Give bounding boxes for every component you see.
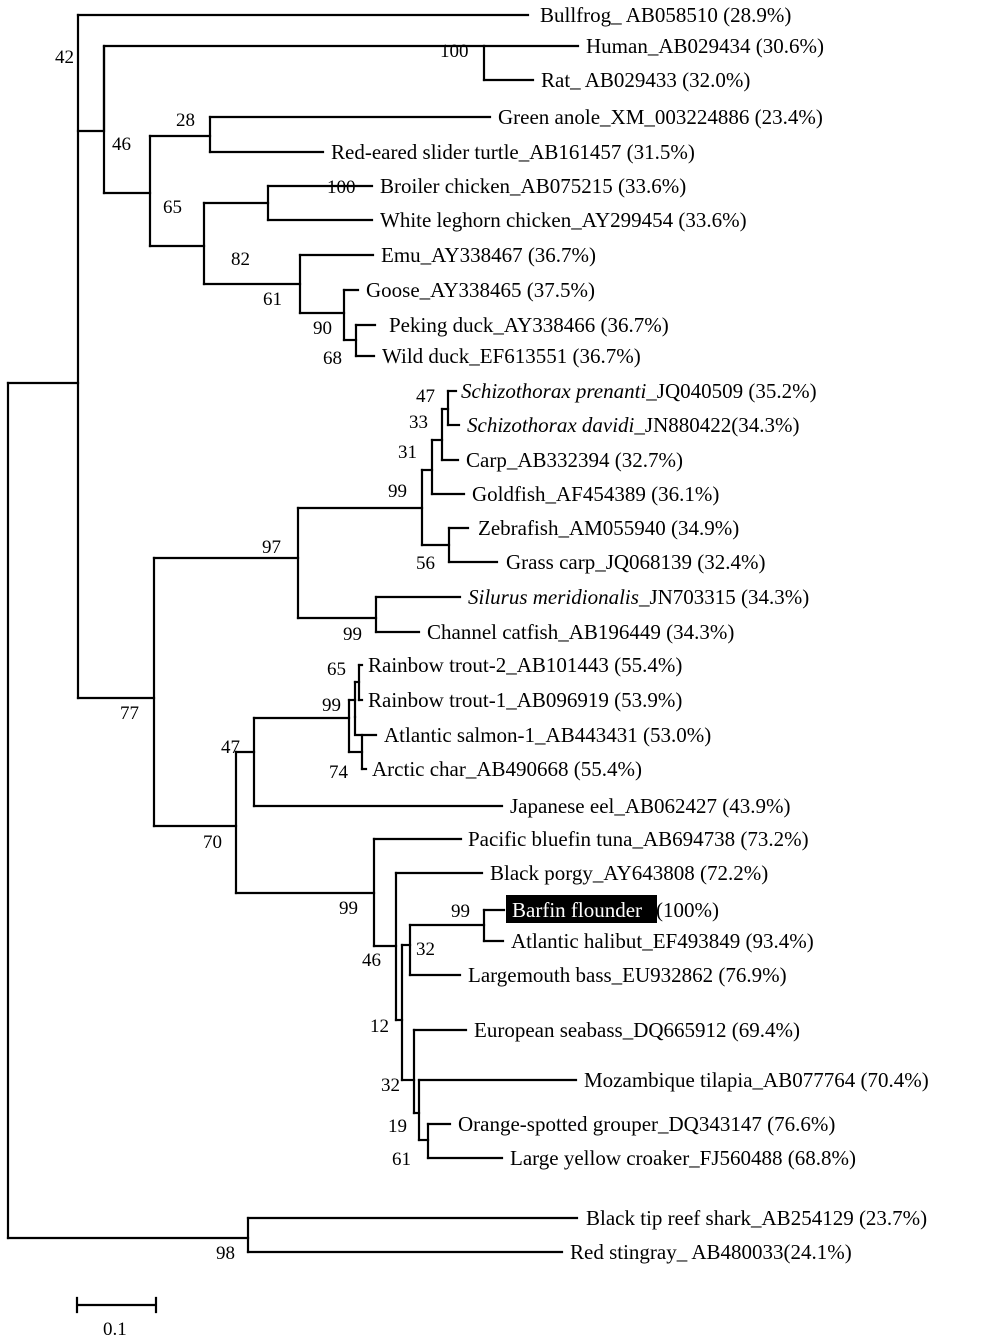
bootstrap-value: 42: [55, 47, 74, 68]
bootstrap-value: 47: [416, 386, 435, 407]
bootstrap-value: 68: [323, 348, 342, 369]
bootstrap-value: 90: [313, 318, 332, 339]
bootstrap-value: 97: [262, 537, 281, 558]
leaf-label-schizothorax-davidi: Schizothorax davidi_JN880422(34.3%): [467, 413, 799, 437]
leaf-label-wild-duck: Wild duck_EF613551 (36.7%): [382, 344, 641, 368]
bootstrap-value: 99: [388, 481, 407, 502]
leaf-label-broiler-chicken: Broiler chicken_AB075215 (33.6%): [380, 174, 686, 198]
leaf-label-japanese-eel: Japanese eel_AB062427 (43.9%): [510, 794, 791, 818]
leaf-label-mozambique-tilapia: Mozambique tilapia_AB077764 (70.4%): [584, 1068, 929, 1092]
bootstrap-value: 61: [392, 1149, 411, 1170]
bootstrap-value: 46: [112, 134, 131, 155]
leaf-label-atlantic-halibut: Atlantic halibut_EF493849 (93.4%): [511, 929, 814, 953]
bootstrap-value: 31: [398, 442, 417, 463]
scale-bar: 0.1: [75, 1296, 158, 1340]
bootstrap-value: 32: [381, 1075, 400, 1096]
branch-atlantic-salmon: [353, 715, 378, 737]
leaf-label-channel-catfish: Channel catfish_AB196449 (34.3%): [427, 620, 734, 644]
bootstrap-value: 74: [329, 762, 349, 783]
leaf-label-black-tip-reef-shark: Black tip reef shark_AB254129 (23.7%): [586, 1206, 927, 1230]
bootstrap-value: 77: [120, 703, 139, 724]
leaf-label-pacific-bluefin-tuna: Pacific bluefin tuna_AB694738 (73.2%): [468, 827, 809, 851]
bootstrap-value: 47: [221, 737, 240, 758]
leaf-label-barfin-flounder: Barfin flounder (100%): [506, 895, 719, 923]
leaf-label-red-stingray: Red stingray_ AB480033(24.1%): [570, 1240, 852, 1264]
bootstrap-value: 99: [343, 624, 362, 645]
leaf-label-zebrafish: Zebrafish_AM055940 (34.9%): [478, 516, 739, 540]
bootstrap-value: 82: [231, 249, 250, 270]
bootstrap-value: 28: [176, 110, 195, 131]
scale-bar-label: 0.1: [103, 1319, 127, 1340]
leaf-label-schizothorax-prenanti-accession: _JQ040509 (35.2%): [645, 379, 816, 403]
bootstrap-value: 65: [163, 197, 182, 218]
bootstrap-value: 70: [203, 832, 222, 853]
bootstrap-value: 98: [216, 1243, 235, 1264]
bootstrap-value: 46: [362, 950, 381, 971]
leaf-label-grass-carp: Grass carp_JQ068139 (32.4%): [506, 550, 766, 574]
leaf-label-largemouth-bass: Largemouth bass_EU932862 (76.9%): [468, 963, 787, 987]
bootstrap-value: 99: [339, 898, 358, 919]
leaf-label-peking-duck: Peking duck_AY338466 (36.7%): [389, 313, 669, 337]
leaf-label-red-eared-slider: Red-eared slider turtle_AB161457 (31.5%): [331, 140, 695, 164]
highlight-box: [506, 895, 657, 923]
bootstrap-value: 100: [327, 177, 356, 198]
leaf-label-goose: Goose_AY338465 (37.5%): [366, 278, 595, 302]
bootstrap-value: 12: [370, 1016, 389, 1037]
scale-bar-line: [75, 1296, 158, 1314]
branch-node-46: [76, 46, 106, 133]
bootstrap-value: 61: [263, 289, 282, 310]
leaf-label-rat: Rat_ AB029433 (32.0%): [541, 68, 750, 92]
leaf-label-carp: Carp_AB332394 (32.7%): [466, 448, 683, 472]
leaf-label-schizothorax-prenanti: Schizothorax prenanti_JQ040509 (35.2%): [461, 379, 817, 403]
leaf-label-white-leghorn: White leghorn chicken_AY299454 (33.6%): [380, 208, 747, 232]
leaf-label-barfin-flounder-highlighted: Barfin flounder: [512, 898, 642, 922]
leaf-label-barfin-flounder-percent: (100%): [656, 898, 719, 922]
leaf-label-silurus: Silurus meridionalis_JN703315 (34.3%): [468, 585, 809, 609]
leaf-label-black-porgy: Black porgy_AY643808 (72.2%): [490, 861, 768, 885]
leaf-label-schizothorax-davidi-accession: _JN880422(34.3%): [633, 413, 799, 437]
bootstrap-value: 32: [416, 939, 435, 960]
tree-branches: [6, 13, 580, 1254]
leaf-label-atlantic-salmon: Atlantic salmon-1_AB443431 (53.0%): [384, 723, 711, 747]
leaf-label-bullfrog: Bullfrog_ AB058510 (28.9%): [540, 3, 791, 27]
leaf-label-rainbow-trout-1: Rainbow trout-1_AB096919 (53.9%): [368, 688, 682, 712]
leaf-label-large-yellow-croaker: Large yellow croaker_FJ560488 (68.8%): [510, 1146, 856, 1170]
leaf-labels: Bullfrog_ AB058510 (28.9%) Human_AB02943…: [331, 3, 929, 1264]
bootstrap-value: 65: [327, 659, 346, 680]
leaf-label-silurus-accession: _JN703315 (34.3%): [638, 585, 809, 609]
bootstrap-value: 33: [409, 412, 428, 433]
bootstrap-values: 42 100 46 28 65 100 82 61 90 68 47 33 31…: [55, 41, 470, 1264]
leaf-label-green-anole: Green anole_XM_003224886 (23.4%): [498, 105, 823, 129]
leaf-label-schizothorax-prenanti-species: Schizothorax prenanti: [461, 379, 646, 403]
leaf-label-silurus-species: Silurus meridionalis: [468, 585, 639, 609]
leaf-label-arctic-char: Arctic char_AB490668 (55.4%): [372, 757, 642, 781]
leaf-label-emu: Emu_AY338467 (36.7%): [381, 243, 596, 267]
leaf-label-schizothorax-davidi-species: Schizothorax davidi: [467, 413, 635, 437]
bootstrap-value: 100: [440, 41, 469, 62]
bootstrap-value: 19: [388, 1116, 407, 1137]
bootstrap-value: 56: [416, 553, 435, 574]
leaf-label-human: Human_AB029434 (30.6%): [586, 34, 824, 58]
leaf-label-goldfish: Goldfish_AF454389 (36.1%): [472, 482, 719, 506]
leaf-label-orange-spotted-grouper: Orange-spotted grouper_DQ343147 (76.6%): [458, 1112, 835, 1136]
leaf-label-european-seabass: European seabass_DQ665912 (69.4%): [474, 1018, 800, 1042]
bootstrap-value: 99: [322, 695, 341, 716]
leaf-label-rainbow-trout-2: Rainbow trout-2_AB101443 (55.4%): [368, 653, 682, 677]
bootstrap-value: 99: [451, 901, 470, 922]
